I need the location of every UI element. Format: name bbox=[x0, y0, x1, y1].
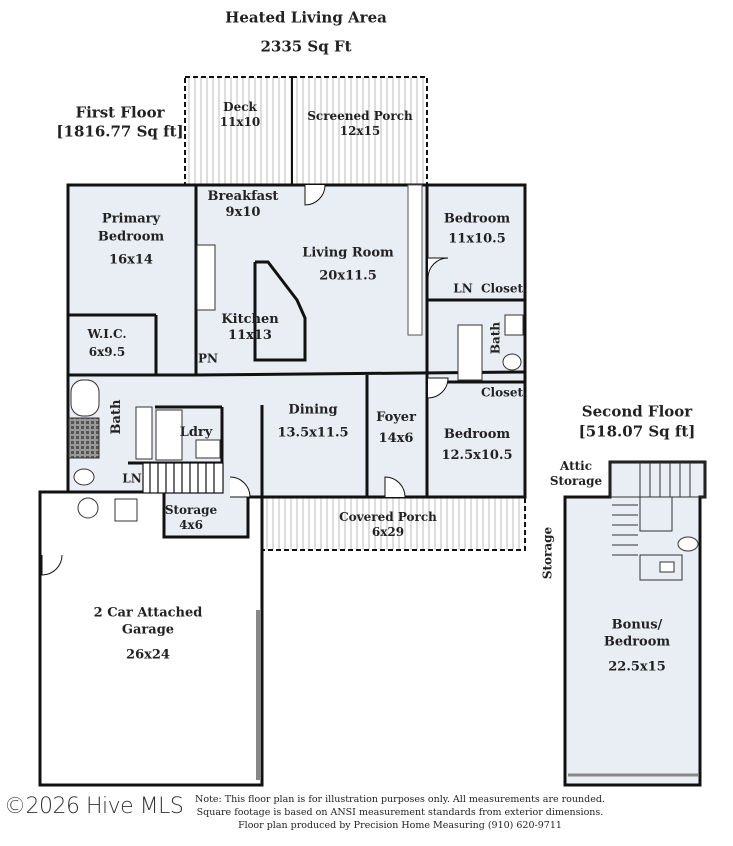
note-line-3: Floor plan produced by Precision Home Me… bbox=[238, 819, 562, 831]
deck-outline bbox=[184, 76, 293, 186]
laundry-label: Ldry bbox=[179, 424, 213, 440]
closet-2-label: Closet bbox=[480, 385, 524, 400]
note-line-1: Note: This floor plan is for illustratio… bbox=[195, 794, 605, 805]
first-floor-title: First Floor bbox=[75, 103, 165, 122]
wic-label: W.I.C.6x9.5 bbox=[87, 327, 127, 359]
note-line-2: Square footage is based on ANSI measurem… bbox=[196, 806, 604, 818]
primary-bath-label: Bath bbox=[108, 399, 124, 435]
second-floor-area: [518.07 Sq ft] bbox=[578, 422, 696, 441]
screened-porch-outline bbox=[291, 76, 428, 186]
second-floor-title: Second Floor bbox=[581, 402, 693, 421]
pantry-label: PN bbox=[198, 351, 218, 366]
closet-1-label: Closet bbox=[480, 281, 524, 296]
heated-area-title: Heated Living Area bbox=[225, 8, 387, 27]
first-floor-area: [1816.77 Sq ft] bbox=[56, 122, 184, 141]
watermark: ©2026 Hive MLS bbox=[4, 794, 184, 819]
heated-area-total: 2335 Sq Ft bbox=[260, 37, 352, 56]
covered-porch-outline bbox=[261, 496, 526, 551]
disclaimer-note: Note: This floor plan is for illustratio… bbox=[195, 794, 605, 832]
linen-closet-2-label: LN bbox=[122, 471, 142, 486]
linen-closet-1-label: LN bbox=[453, 281, 473, 296]
bath-1-label: Bath bbox=[488, 321, 503, 355]
second-floor-storage-label: Storage bbox=[540, 526, 555, 580]
